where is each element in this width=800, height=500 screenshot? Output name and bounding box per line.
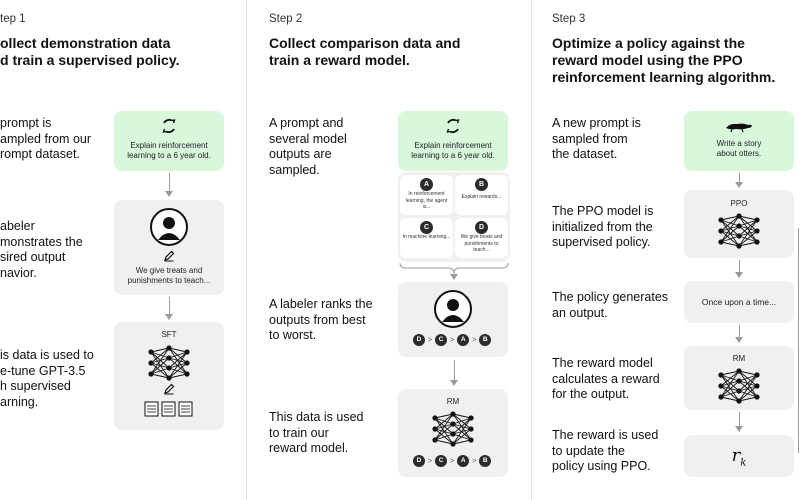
ppo-label: PPO	[730, 199, 748, 208]
step1-prompt-line1: Explain reinforcement	[130, 141, 208, 150]
step1-output-line1: We give treats and	[135, 266, 203, 275]
output-card-b: B Explain rewards...	[455, 175, 508, 215]
output-badge-b: B	[475, 178, 488, 191]
step3-label: Step 3	[552, 13, 586, 25]
step3-prompt-line2: about otters.	[716, 149, 762, 158]
divider-1	[246, 0, 247, 500]
output-text-c: In machine learning...	[402, 234, 451, 240]
rm-label: RM	[446, 397, 460, 406]
output-text-a: In reinforcement learning, the agent is.…	[405, 191, 448, 210]
sft-label: SFT	[161, 330, 177, 339]
divider-2	[531, 0, 532, 500]
output-card-c: C In machine learning...	[400, 218, 453, 258]
rm-label: RM	[732, 354, 746, 363]
output-card-a: A In reinforcement learning, the agent i…	[400, 175, 453, 215]
step1-arrow2	[169, 297, 170, 314]
step1-labeler-box: We give treats and punishments to teach.…	[114, 200, 224, 295]
rank-b: B	[479, 334, 492, 346]
step3-prompt-box: Write a story about otters.	[684, 111, 794, 171]
step2-arrow1-head	[450, 274, 458, 280]
step3-arrow1	[739, 173, 740, 182]
refresh-icon	[446, 119, 460, 133]
neural-net-icon	[718, 368, 760, 404]
step3-arrow2-head	[735, 272, 743, 278]
output-badge-c: C	[420, 221, 433, 234]
step2-arrow2-head	[450, 380, 458, 386]
step2-prompt-line2: learning to a 6 year old.	[411, 151, 495, 160]
labeler-avatar-icon	[434, 290, 472, 328]
otter-icon	[726, 123, 752, 133]
step3-arrow3	[739, 325, 740, 337]
pencil-icon	[164, 250, 175, 262]
step3-ppo-box: PPO	[684, 190, 794, 258]
step1-output-line2: punishments to teach...	[127, 276, 211, 285]
step2-title-line2: train a reward model.	[269, 52, 410, 68]
step1-title-line1: ollect demonstration data	[0, 35, 171, 51]
step3-rm-box: RM	[684, 346, 794, 410]
output-card-d: D We give treats and punishments to teac…	[455, 218, 508, 258]
step1-label: tep 1	[0, 13, 26, 25]
step3-arrow4	[739, 412, 740, 426]
ranking-row-rm: D > C > A > B	[413, 455, 492, 467]
reward-symbol: rk	[731, 445, 747, 469]
rank-c: C	[435, 334, 448, 346]
rank-a: A	[457, 334, 470, 346]
labeler-avatar-icon	[150, 208, 188, 246]
step3-prompt-line1: Write a story	[716, 139, 762, 148]
neural-net-icon	[148, 345, 190, 381]
step2-prompt-line1: Explain reinforcement	[414, 141, 492, 150]
step1-title-line2: d train a supervised policy.	[0, 52, 180, 68]
feedback-line	[798, 228, 799, 453]
step3-arrow1-head	[735, 182, 743, 188]
step3-title-line1: Optimize a policy against the	[552, 35, 745, 51]
neural-net-icon	[718, 213, 760, 249]
step3-output-text: Once upon a time...	[701, 297, 777, 307]
step1-sft-box: SFT	[114, 322, 224, 430]
step2-prompt-box: Explain reinforcement learning to a 6 ye…	[398, 111, 508, 171]
step1-prompt-line2: learning to a 6 year old.	[127, 151, 211, 160]
refresh-icon	[162, 119, 176, 133]
neural-net-icon	[432, 411, 474, 447]
documents-icon	[144, 401, 193, 417]
step1-arrow1	[169, 173, 170, 191]
step3-output-box: Once upon a time...	[684, 281, 794, 323]
step1-prompt-box: Explain reinforcement learning to a 6 ye…	[114, 111, 224, 171]
rank-d: D	[413, 334, 425, 346]
step3-reward-box: rk	[684, 435, 794, 477]
step3-title-line2: reward model using the PPO	[552, 52, 743, 68]
output-badge-a: A	[420, 178, 433, 191]
step1-arrow2-head	[165, 314, 173, 320]
step3-arrow4-head	[735, 426, 743, 432]
step3-title-line3: reinforcement learning algorithm.	[552, 69, 776, 85]
ranking-row: D > C > A > B	[413, 334, 492, 346]
step2-labeler-box: D > C > A > B	[398, 282, 508, 357]
step2-arrow2	[454, 360, 455, 380]
step2-title-line1: Collect comparison data and	[269, 35, 461, 51]
output-text-b: Explain rewards...	[461, 194, 502, 200]
step3-arrow3-head	[735, 337, 743, 343]
output-badge-d: D	[475, 221, 488, 234]
step1-arrow1-head	[165, 191, 173, 197]
step2-outputs-panel: A In reinforcement learning, the agent i…	[398, 172, 510, 262]
step2-rm-box: RM D > C > A > B	[398, 389, 508, 477]
step2-label: Step 2	[269, 13, 303, 25]
output-text-d: We give treats and punishments to teach.…	[460, 234, 503, 253]
step3-arrow2	[739, 260, 740, 272]
pencil-icon	[164, 383, 175, 395]
